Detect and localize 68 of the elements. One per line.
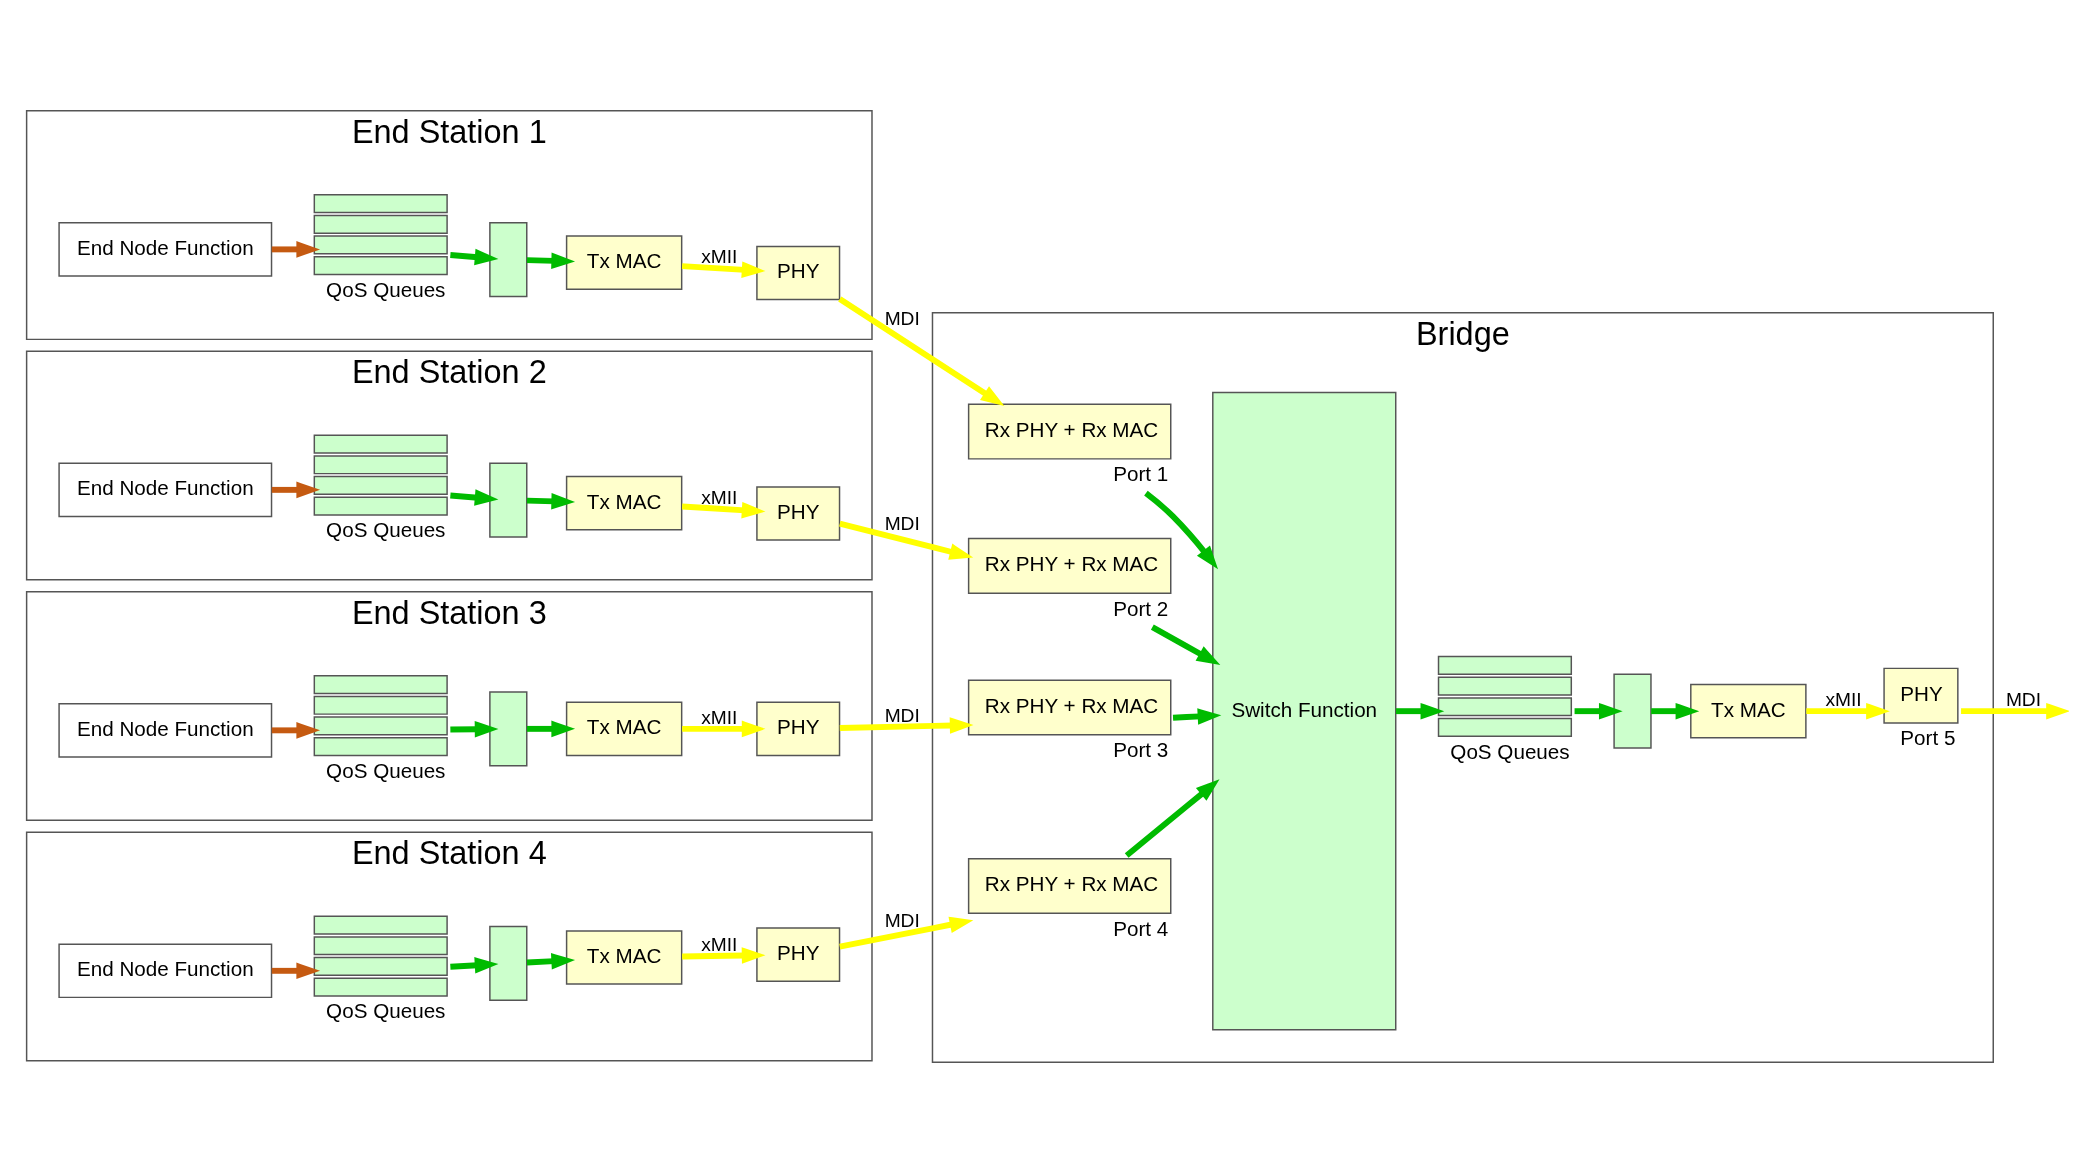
node-trapezoid (489, 222, 528, 298)
arrow (839, 520, 974, 560)
arrow (1961, 702, 2069, 720)
edge-label: xMII (701, 933, 738, 955)
node-label: QoS Queues (326, 758, 446, 782)
node-label: QoS Queues (326, 518, 446, 542)
node-box: Tx MAC (1690, 683, 1807, 739)
arrow (1806, 702, 1890, 720)
arrow (450, 248, 499, 266)
arrow (450, 489, 499, 506)
node-box: PHY (756, 927, 841, 982)
arrow (839, 916, 974, 950)
node-box: Tx MAC (565, 475, 683, 531)
node-label: QoS Queues (326, 999, 446, 1023)
node-box: Switch Function (1212, 391, 1397, 1031)
arrow (450, 720, 499, 738)
node-box: Tx MAC (565, 235, 683, 290)
arrow (839, 717, 974, 734)
node-label: QoS Queues (1450, 739, 1570, 763)
node-box: PHY (756, 245, 841, 301)
node-box: End Node Function (58, 222, 273, 277)
node-label: Port 3 (1113, 738, 1169, 762)
node-box: PHY (756, 486, 841, 541)
edge-label: MDI (884, 910, 920, 932)
node-label: Port 2 (1113, 596, 1169, 620)
arrow (838, 296, 1005, 407)
edge-label: MDI (884, 513, 920, 535)
arrow (271, 722, 321, 739)
arrow (1395, 702, 1445, 720)
arrow (681, 501, 766, 519)
arrow (682, 947, 766, 964)
node-label: QoS Queues (326, 277, 446, 301)
node-box: End Node Function (58, 943, 273, 999)
arrow (1124, 779, 1220, 858)
edge-label: xMII (701, 486, 738, 508)
node-box: End Node Function (58, 462, 273, 518)
node-box: Tx MAC (565, 701, 683, 757)
node-label: Port 1 (1113, 462, 1169, 486)
edge-label: xMII (701, 246, 738, 268)
arrow (271, 241, 321, 258)
node-box: End Node Function (58, 703, 273, 758)
arrow (526, 720, 576, 738)
edge-label: MDI (884, 705, 920, 727)
arrow (682, 720, 766, 738)
arrow (1574, 702, 1623, 720)
node-box: Tx MAC (565, 930, 683, 985)
node-label: Port 5 (1900, 726, 1956, 750)
node-trapezoid (489, 462, 528, 538)
node-label: Port 4 (1113, 916, 1169, 940)
arrow (450, 957, 499, 974)
node-trapezoid (489, 691, 528, 767)
arrow (1144, 490, 1219, 570)
arrow (1172, 708, 1222, 725)
node-trapezoid (489, 925, 528, 1002)
arrow (681, 261, 766, 278)
arrow (271, 481, 321, 499)
arrow (526, 953, 576, 970)
edge-label: xMII (1825, 688, 1862, 710)
node-trapezoid (1613, 673, 1652, 749)
node-box: PHY (756, 701, 841, 757)
arrow (526, 252, 576, 270)
arrow (271, 962, 321, 980)
edge-label: MDI (884, 308, 920, 330)
edge-label: xMII (701, 706, 738, 728)
arrow (1150, 624, 1221, 666)
edge-label: MDI (2005, 688, 2042, 710)
arrow (1651, 702, 1700, 720)
arrow (526, 493, 576, 510)
